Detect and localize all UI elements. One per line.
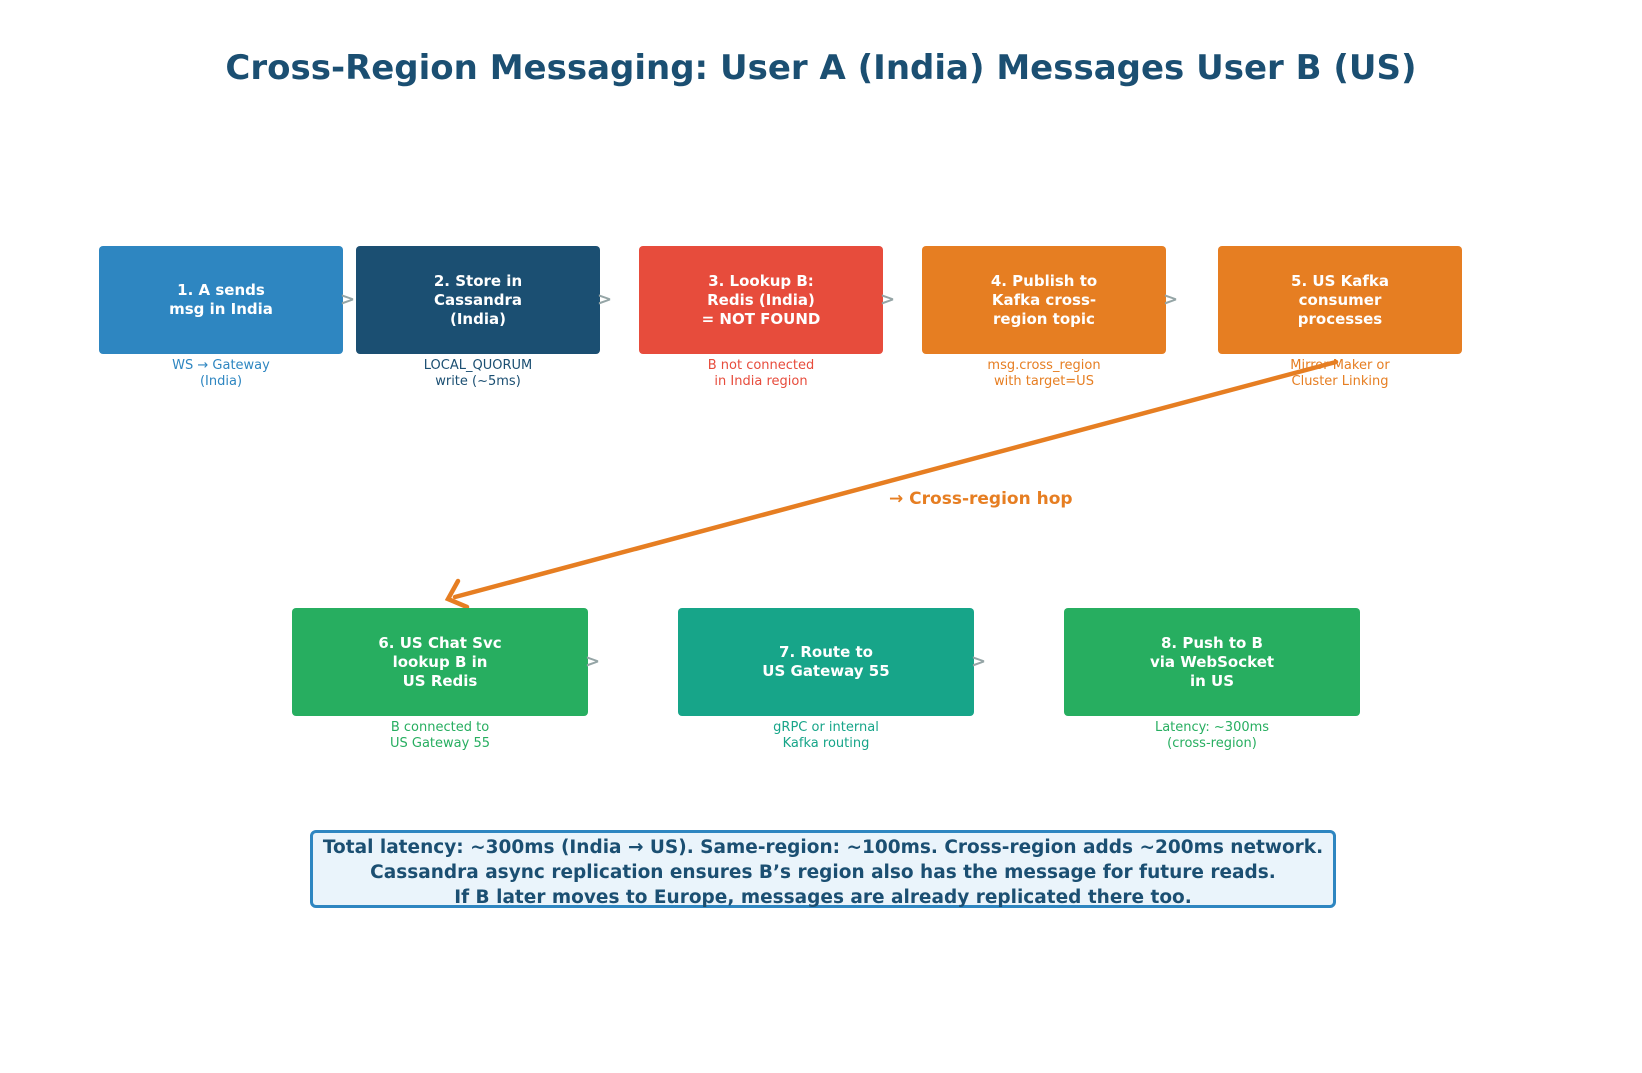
- step-8-box: 8. Push to B via WebSocket in US: [1064, 608, 1360, 716]
- step-7-note: gRPC or internal Kafka routing: [773, 720, 879, 751]
- connector-4-5: >: [1163, 289, 1179, 310]
- diagram-title: Cross-Region Messaging: User A (India) M…: [225, 48, 1417, 88]
- summary-line-1: Total latency: ~300ms (India → US). Same…: [322, 837, 1324, 858]
- step-8-note: Latency: ~300ms (cross-region): [1154, 720, 1270, 751]
- connector-6-7: >: [585, 651, 601, 672]
- step-5-box: 5. US Kafka consumer processes: [1218, 246, 1462, 354]
- latency-summary-box: Total latency: ~300ms (India → US). Same…: [310, 830, 1336, 908]
- step-1-box: 1. A sends msg in India: [99, 246, 343, 354]
- hop-arrow-line: [452, 359, 1339, 600]
- hop-arrow-head: [444, 578, 470, 610]
- step-3-box: 3. Lookup B: Redis (India) = NOT FOUND: [639, 246, 883, 354]
- connector-1-2: >: [340, 289, 356, 310]
- connector-7-8: >: [971, 651, 987, 672]
- step-5-note: Mirror Maker or Cluster Linking: [1290, 358, 1390, 389]
- connector-3-4: >: [880, 289, 896, 310]
- step-4-note: msg.cross_region with target=US: [987, 358, 1101, 389]
- step-2-note: LOCAL_QUORUM write (~5ms): [423, 358, 533, 389]
- step-6-box: 6. US Chat Svc lookup B in US Redis: [292, 608, 588, 716]
- step-1-note: WS → Gateway (India): [172, 358, 270, 389]
- step-6-note: B connected to US Gateway 55: [389, 720, 490, 751]
- connector-2-3: >: [597, 289, 613, 310]
- summary-line-3: If B later moves to Europe, messages are…: [454, 887, 1192, 908]
- summary-line-2: Cassandra async replication ensures B’s …: [370, 862, 1276, 883]
- step-2-box: 2. Store in Cassandra (India): [356, 246, 600, 354]
- step-3-note: B not connected in India region: [707, 358, 815, 389]
- step-4-box: 4. Publish to Kafka cross- region topic: [922, 246, 1166, 354]
- cross-region-hop-label: → Cross-region hop: [889, 489, 1073, 509]
- step-7-box: 7. Route to US Gateway 55: [678, 608, 974, 716]
